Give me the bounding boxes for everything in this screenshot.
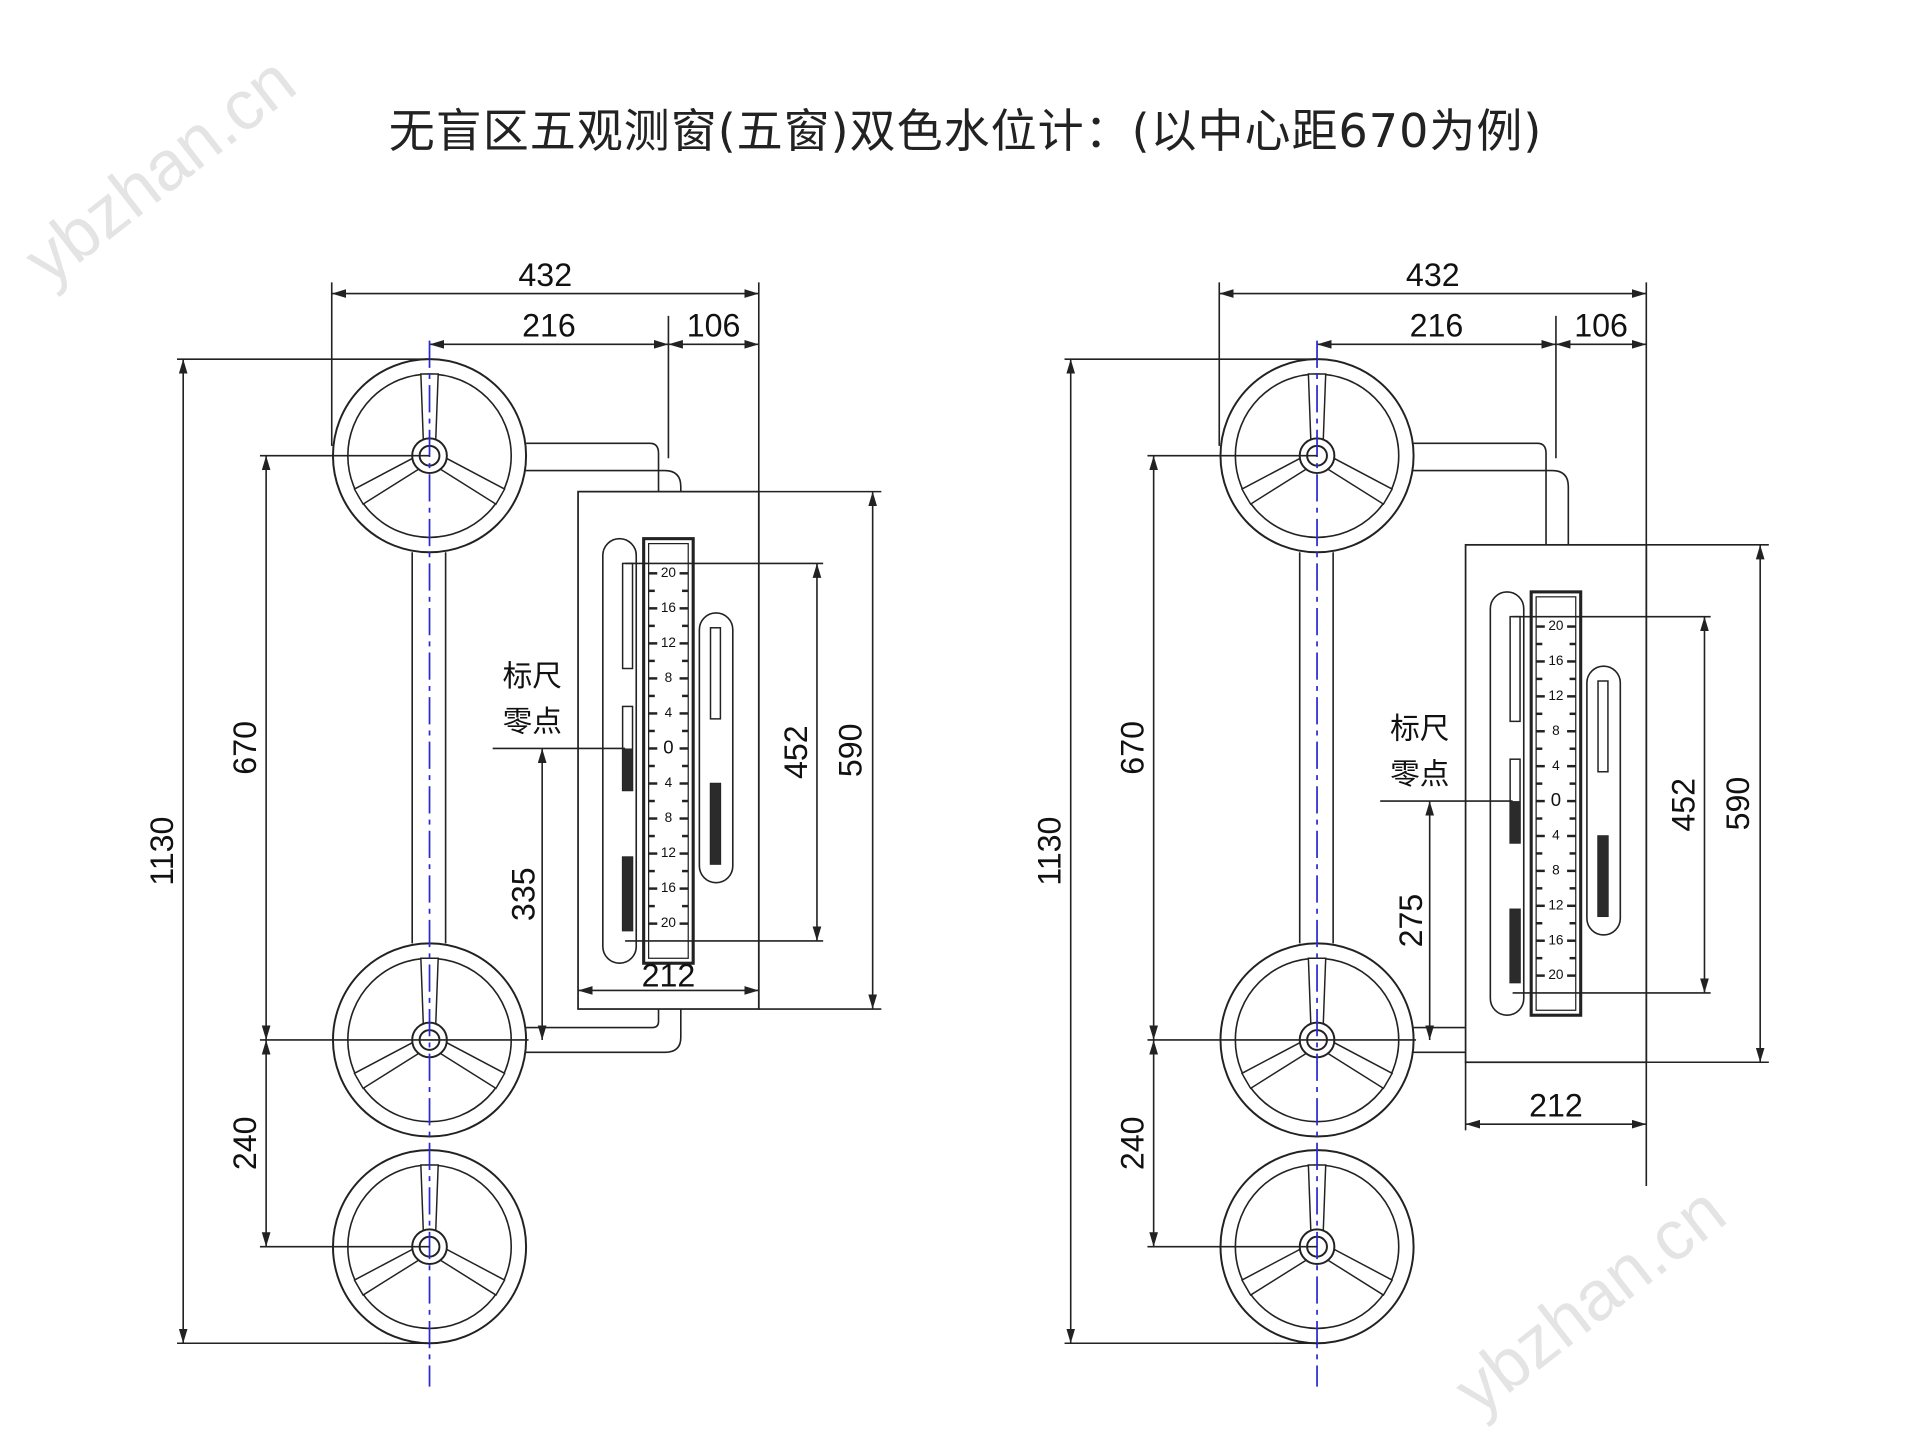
observation-window: [1597, 680, 1609, 773]
right-window-capsule: [1586, 665, 1622, 936]
observation-window-water: [622, 857, 633, 931]
observation-window-water: [1510, 801, 1521, 843]
scale-tick-label: 8: [665, 670, 673, 685]
scale-tick-label: 0: [663, 736, 673, 757]
scale-tick-label: 12: [1548, 688, 1563, 703]
scale-tick-label: 16: [1548, 653, 1563, 668]
upper-connecting-pipe: [1411, 469, 1570, 545]
upper-connecting-pipe: [523, 469, 682, 492]
dimension-label: 106: [1574, 308, 1628, 344]
lower-connecting-pipe: [523, 1009, 682, 1054]
dimension-label: 590: [832, 723, 868, 777]
dimension-label: 1130: [1032, 817, 1068, 886]
scale-tick-label: 20: [661, 915, 677, 930]
dimension-label: 106: [687, 308, 741, 344]
dimension-label: 670: [227, 721, 263, 775]
scale-tick-label: 4: [1552, 828, 1560, 843]
lower-connecting-pipe: [526, 1009, 660, 1029]
scale-tick-label: 8: [665, 810, 673, 825]
dimension-label: 275: [1393, 894, 1429, 948]
observation-window-water: [1510, 909, 1521, 983]
dimension-label: 216: [522, 308, 576, 344]
dimension-label: 212: [1529, 1088, 1583, 1124]
zero-label: 零点: [1390, 758, 1449, 791]
scale-tick-label: 20: [1548, 618, 1564, 633]
dimension-label: 670: [1115, 721, 1151, 775]
scale-tick-label: 4: [665, 775, 673, 790]
dimension-label: 216: [1410, 308, 1464, 344]
dimension-label: 452: [778, 725, 814, 779]
dimension-label: 240: [227, 1116, 263, 1170]
zero-label: 标尺: [1390, 712, 1449, 745]
scale-tick-label: 12: [1548, 897, 1563, 912]
dimension-label: 212: [642, 958, 696, 994]
scale-ruler-inner: [647, 542, 689, 959]
scale-tick-label: 8: [1552, 723, 1560, 738]
dimension-label: 335: [506, 867, 542, 921]
observation-window: [1509, 615, 1521, 723]
observation-window-water: [710, 783, 721, 865]
zero-label: 零点: [503, 706, 562, 739]
upper-connecting-pipe: [1413, 442, 1547, 545]
dimension-label: 590: [1720, 777, 1756, 831]
dimension-label: 432: [518, 257, 572, 293]
scale-tick-label: 12: [661, 845, 676, 860]
scale-tick-label: 16: [1548, 932, 1563, 947]
page-title: 无盲区五观测窗(五窗)双色水位计：(以中心距670为例): [388, 104, 1543, 158]
scale-tick-label: 8: [1552, 862, 1560, 877]
zero-label: 标尺: [503, 660, 562, 693]
scale-tick-label: 4: [665, 705, 673, 720]
right-window-capsule: [698, 612, 734, 884]
scale-tick-label: 20: [661, 565, 677, 580]
dimension-label: 240: [1115, 1116, 1151, 1170]
scale-tick-label: 16: [661, 600, 676, 615]
dimension-label: 432: [1406, 257, 1460, 293]
observation-window-water: [1598, 835, 1608, 917]
observation-window: [709, 627, 722, 720]
upper-connecting-pipe: [526, 442, 660, 492]
scale-tick-label: 16: [661, 880, 676, 895]
observation-window-water: [622, 748, 633, 791]
scale-tick-label: 0: [1551, 789, 1561, 810]
dimension-label: 1130: [144, 817, 180, 886]
dimension-label: 452: [1665, 778, 1701, 832]
observation-window: [621, 562, 634, 670]
scale-tick-label: 4: [1552, 758, 1560, 773]
scale-tick-label: 20: [1548, 967, 1564, 982]
scale-ruler-inner: [1535, 596, 1577, 1011]
scale-tick-label: 12: [661, 635, 676, 650]
